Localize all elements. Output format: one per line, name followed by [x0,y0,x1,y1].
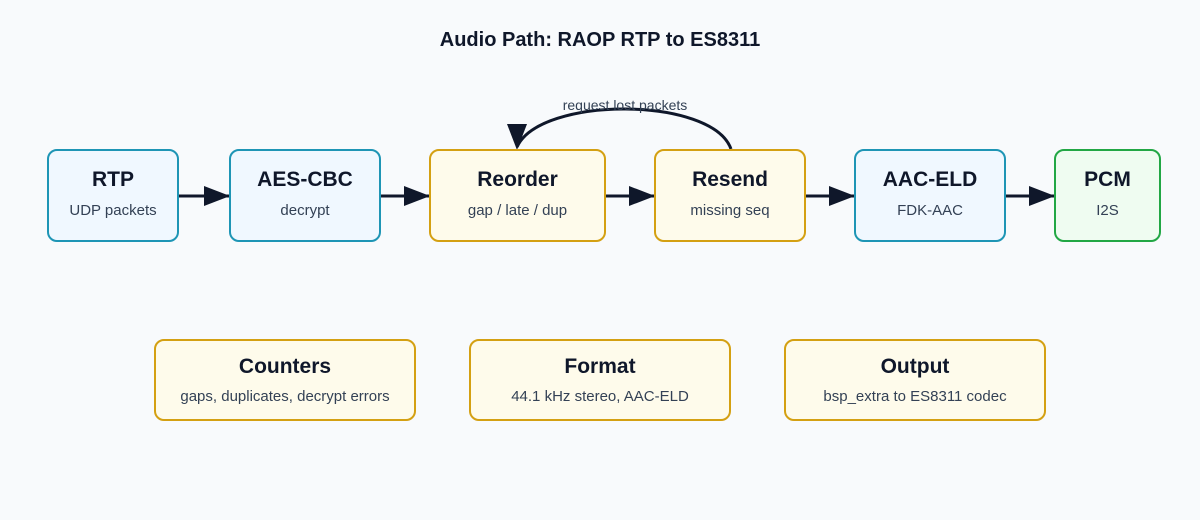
info-subtitle: 44.1 kHz stereo, AAC-ELD [511,388,689,405]
info-box-format: Format 44.1 kHz stereo, AAC-ELD [469,339,731,421]
info-title: Counters [238,355,332,378]
node-title: Resend [692,168,768,191]
node-title: Reorder [477,168,558,191]
info-title: Format [564,355,636,378]
node-resend: Resend missing seq [654,149,806,242]
node-aac-eld: AAC-ELD FDK-AAC [854,149,1006,242]
node-title: PCM [1084,168,1131,191]
node-reorder: Reorder gap / late / dup [429,149,606,242]
node-subtitle: UDP packets [69,202,157,219]
node-subtitle: FDK-AAC [897,202,963,219]
node-rtp: RTP UDP packets [47,149,179,242]
info-subtitle: gaps, duplicates, decrypt errors [180,388,390,405]
node-aes-cbc: AES-CBC decrypt [229,149,381,242]
node-subtitle: decrypt [280,202,330,219]
arrow-resend-loop [515,107,733,150]
diagram-title: Audio Path: RAOP RTP to ES8311 [439,29,761,51]
info-box-counters: Counters gaps, duplicates, decrypt error… [154,339,416,421]
node-title: RTP [92,168,134,191]
node-pcm: PCM I2S [1054,149,1161,242]
arrow-resend-loop-head [507,124,527,150]
node-title: AES-CBC [257,168,353,191]
info-title: Output [880,355,950,378]
node-subtitle: I2S [1096,202,1119,219]
node-title: AAC-ELD [882,168,978,191]
node-subtitle: missing seq [690,202,770,219]
info-box-output: Output bsp_extra to ES8311 codec [784,339,1046,421]
loop-label: request lost packets [562,97,688,113]
node-subtitle: gap / late / dup [467,202,568,219]
info-subtitle: bsp_extra to ES8311 codec [823,388,1007,405]
